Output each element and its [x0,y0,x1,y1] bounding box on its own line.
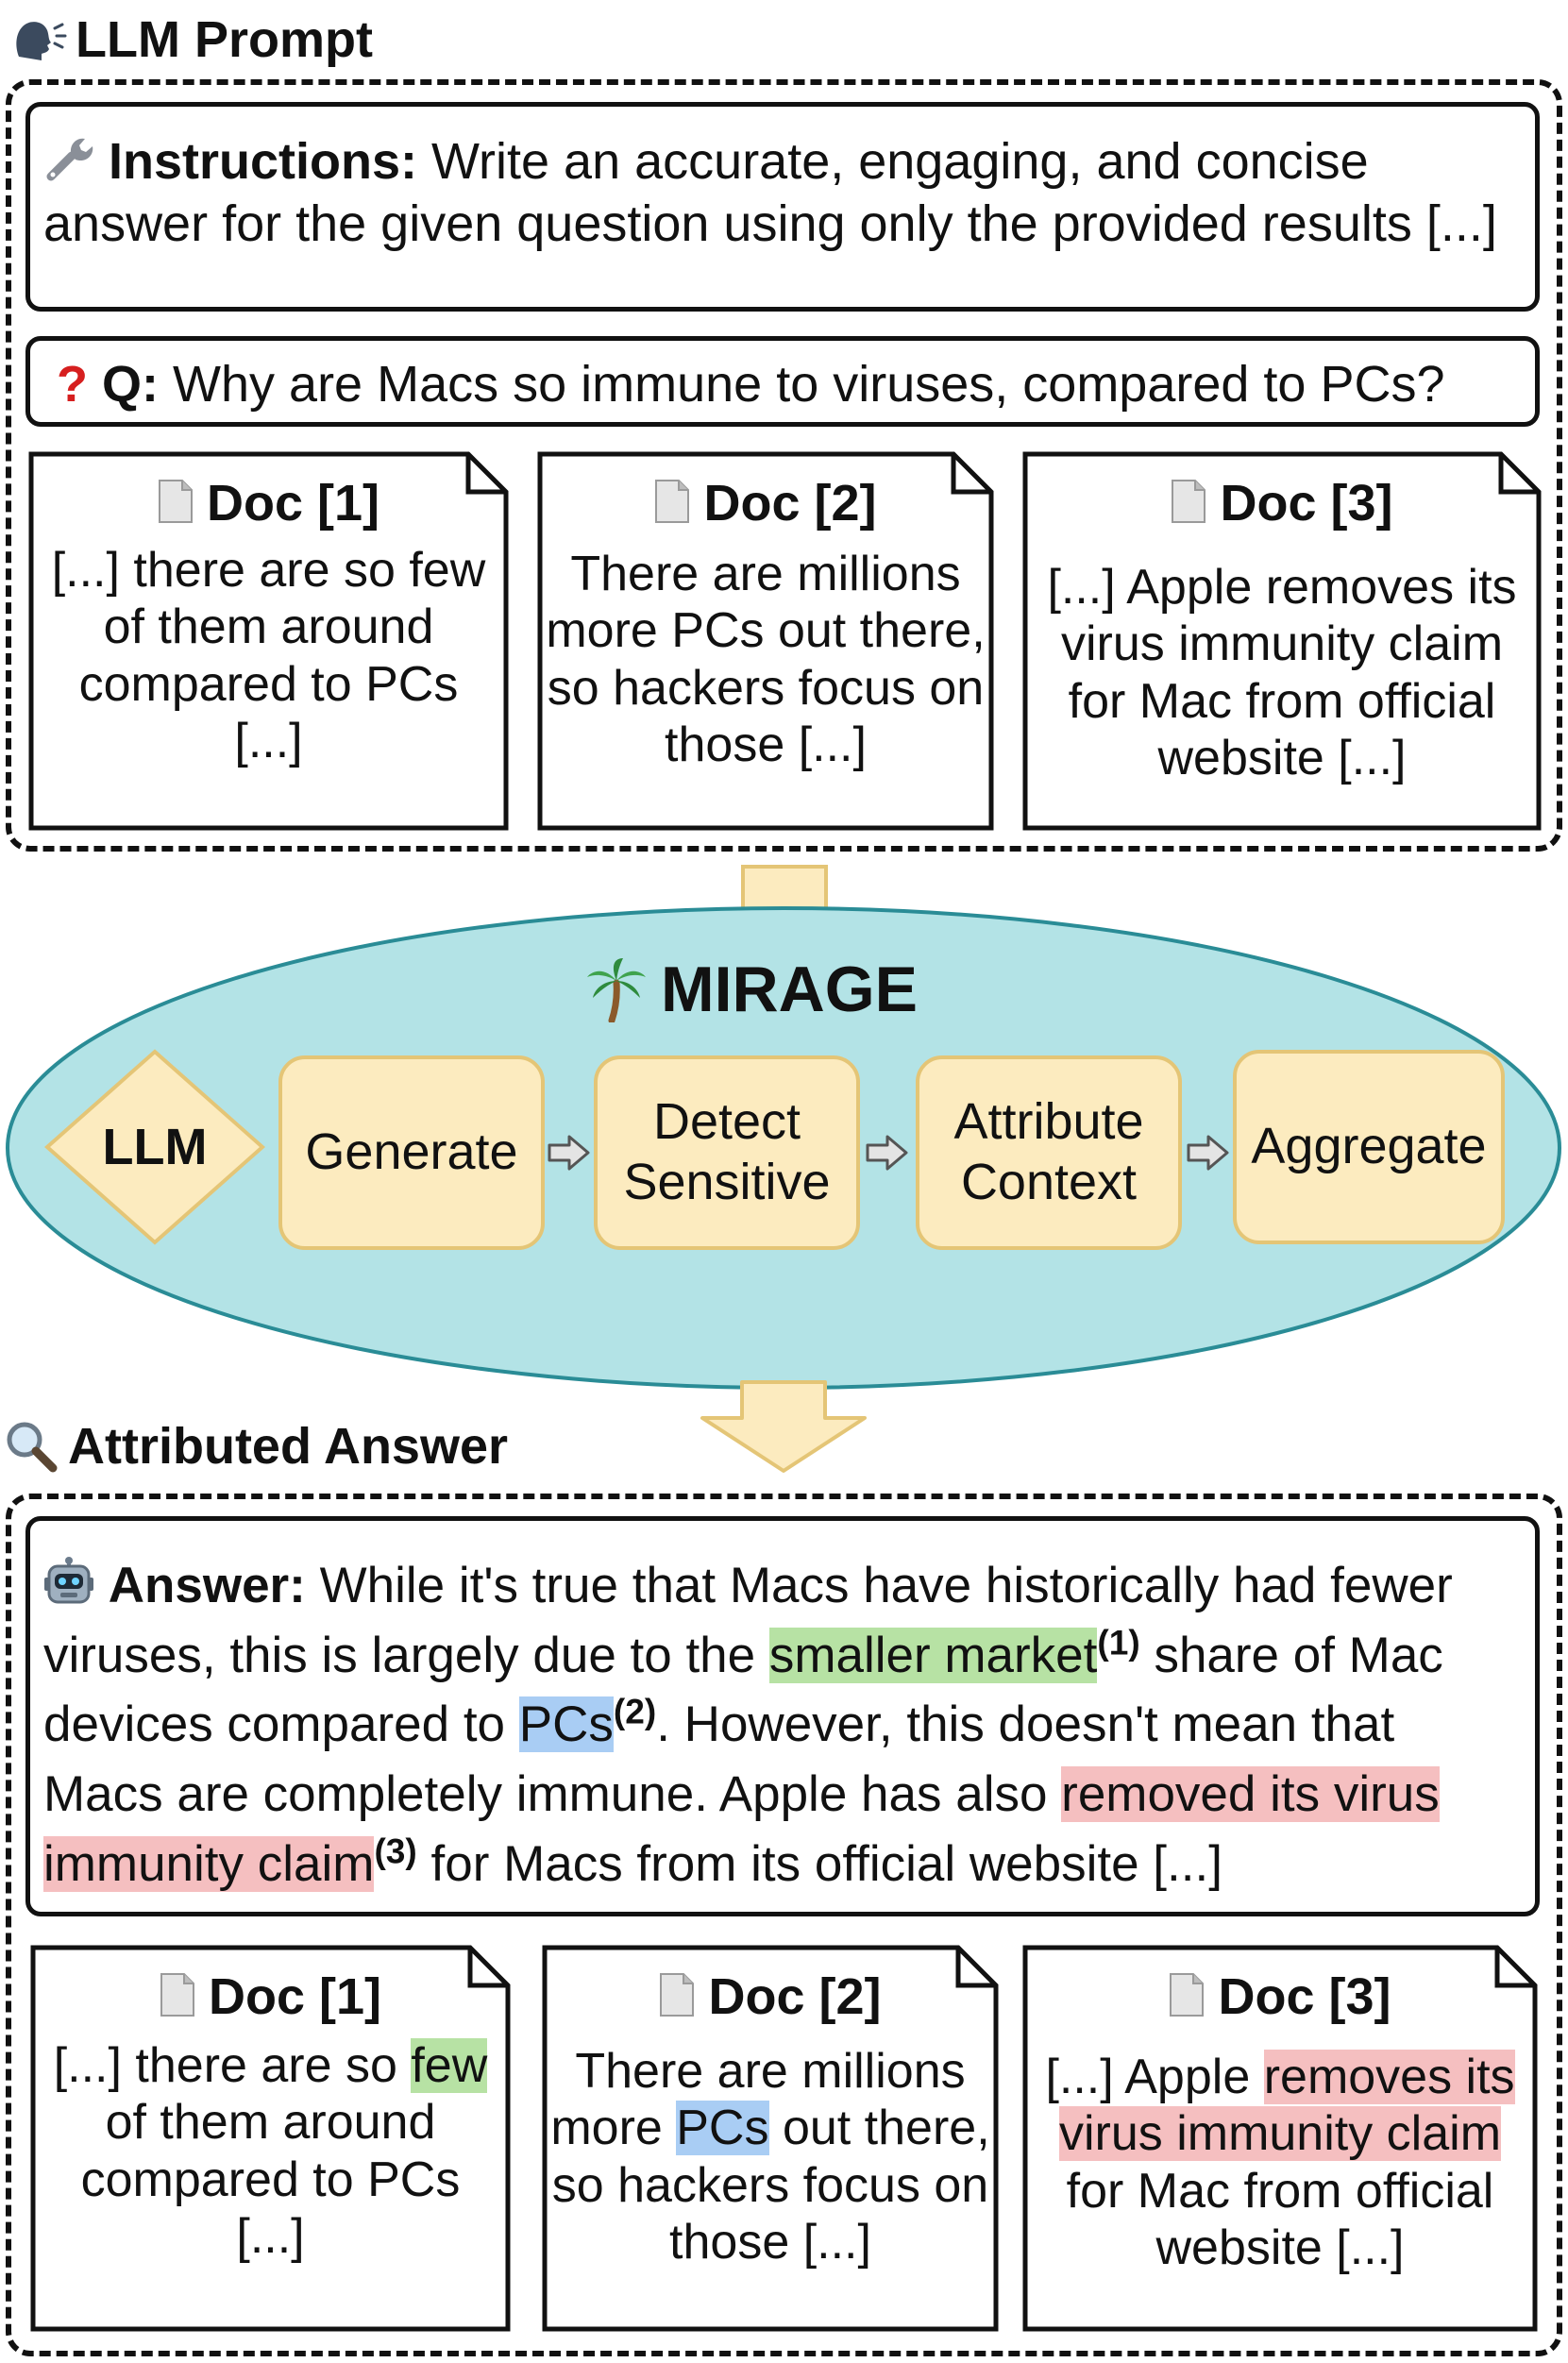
prompt-doc-2-title-row: Doc [2] [537,478,994,529]
arrow-right-icon [866,1135,908,1171]
prompt-doc-3-title-row: Doc [3] [1022,478,1542,529]
llm-diamond [43,1049,266,1245]
document-icon [660,1973,695,2017]
answer-text-part-2: share of Mac devices compared to [43,1627,1443,1753]
answer-text-block: Answer: While it's true that Macs have h… [43,1551,1518,1899]
answer-doc-3-title: Doc [3] [1218,1968,1391,2025]
speaking-head-icon [16,22,67,60]
answer-highlight-1: smaller market [768,1627,1098,1683]
mirage-title-row: MIRAGE [585,952,918,1027]
step-generate: Generate [278,1055,545,1250]
prompt-doc-2: Doc [2] There are millions more PCs out … [537,451,994,831]
instructions-text-block: Instructions: Write an accurate, engagin… [43,131,1512,256]
document-icon [655,480,690,523]
instructions-box: Instructions: Write an accurate, engagin… [25,102,1540,312]
answer-doc-1-text: [...] there are so few of them around co… [45,2037,496,2265]
answer-box: Answer: While it's true that Macs have h… [25,1516,1540,1916]
document-icon [158,480,193,523]
answer-text-part-3: . However, this doesn't mean that Macs a… [43,1696,1395,1822]
question-mark-icon: ? [57,356,88,413]
answer-doc-1: Doc [1] [...] there are so few of them a… [30,1945,511,2332]
wrench-icon [46,138,93,181]
answer-doc-2: Doc [2] There are millions more PCs out … [542,1945,999,2332]
prompt-doc-3-text: [...] Apple removes its virus immunity c… [1047,560,1517,785]
answer-highlight-2: PCs [518,1696,614,1753]
mirage-title: MIRAGE [661,954,918,1025]
answer-doc-2-text-post: out there, so hackers focus on those [..… [551,2101,990,2270]
prompt-doc-2-text: There are millions more PCs out there, s… [546,547,986,772]
question-box: ? Q: Why are Macs so immune to viruses, … [25,336,1540,427]
instructions-label: Instructions: [109,133,418,190]
document-icon [160,1973,194,2017]
answer-text-part-4: for Macs from its official website [...] [416,1835,1222,1892]
answer-doc-1-highlight: few [411,2038,488,2093]
prompt-doc-1-text: [...] there are so few of them around co… [51,543,486,768]
citation-3: (3) [374,1830,417,1870]
arrow-right-icon [1187,1135,1229,1171]
answer-dashed-container [6,1494,1562,2356]
answer-doc-2-text-pre: There are millions more [550,2044,966,2156]
prompt-doc-3: Doc [3] [...] Apple removes its virus im… [1022,451,1542,831]
answer-doc-3-text-post: for Mac from official website [...] [1066,2163,1494,2275]
answer-section-header: Attributed Answer [4,1416,508,1477]
answer-doc-3: Doc [3] [...] Apple removes its virus im… [1022,1945,1538,2332]
prompt-doc-1-title: Doc [1] [206,475,379,532]
robot-icon [44,1557,93,1604]
question-text-block: ? Q: Why are Macs so immune to viruses, … [57,354,1522,416]
palm-tree-icon [587,958,646,1022]
prompt-doc-2-title: Doc [2] [703,475,877,532]
answer-doc-1-text-pre: [...] there are so [53,2038,412,2093]
question-label: Q: [102,356,160,413]
step-detect-sensitive: Detect Sensitive [594,1055,860,1250]
answer-label: Answer: [108,1558,306,1613]
answer-doc-2-text: There are millions more PCs out there, s… [548,2043,993,2270]
answer-doc-2-title-row: Doc [2] [542,1971,999,2022]
llm-label: LLM [102,1119,208,1175]
answer-doc-2-highlight: PCs [676,2101,769,2156]
answer-doc-1-title-row: Doc [1] [30,1971,511,2022]
answer-section-title: Attributed Answer [68,1418,509,1475]
prompt-doc-1-title-row: Doc [1] [28,478,509,529]
prompt-section-title: LLM Prompt [76,11,373,68]
answer-doc-2-title: Doc [2] [708,1968,882,2025]
step-attribute-context: Attribute Context [916,1055,1182,1250]
answer-text-part-1: While it's true that Macs have historica… [43,1558,1453,1683]
citation-1: (1) [1097,1622,1140,1662]
mirage-to-answer-arrow [700,1380,867,1473]
document-icon [1172,480,1206,523]
answer-doc-1-title: Doc [1] [208,1968,381,2025]
question-text: Why are Macs so immune to viruses, compa… [173,356,1445,413]
step-aggregate: Aggregate [1233,1050,1505,1244]
arrow-right-icon [548,1135,590,1171]
magnifier-icon [7,1422,58,1473]
citation-2: (2) [613,1691,657,1731]
answer-doc-3-text: [...] Apple removes its virus immunity c… [1041,2049,1519,2276]
prompt-doc-3-title: Doc [3] [1220,475,1393,532]
instructions-text: Write an accurate, engaging, and concise… [43,133,1497,252]
answer-doc-1-text-post: of them around compared to PCs [...] [80,2095,461,2264]
prompt-section-header: LLM Prompt [13,11,373,68]
prompt-dashed-container [6,79,1562,852]
answer-doc-3-title-row: Doc [3] [1022,1971,1538,2022]
answer-doc-3-text-pre: [...] Apple [1045,2050,1264,2104]
answer-doc-3-highlight: removes its virus immunity claim [1058,2050,1515,2162]
prompt-doc-1: Doc [1] [...] there are so few of them a… [28,451,509,831]
document-icon [1170,1973,1205,2017]
